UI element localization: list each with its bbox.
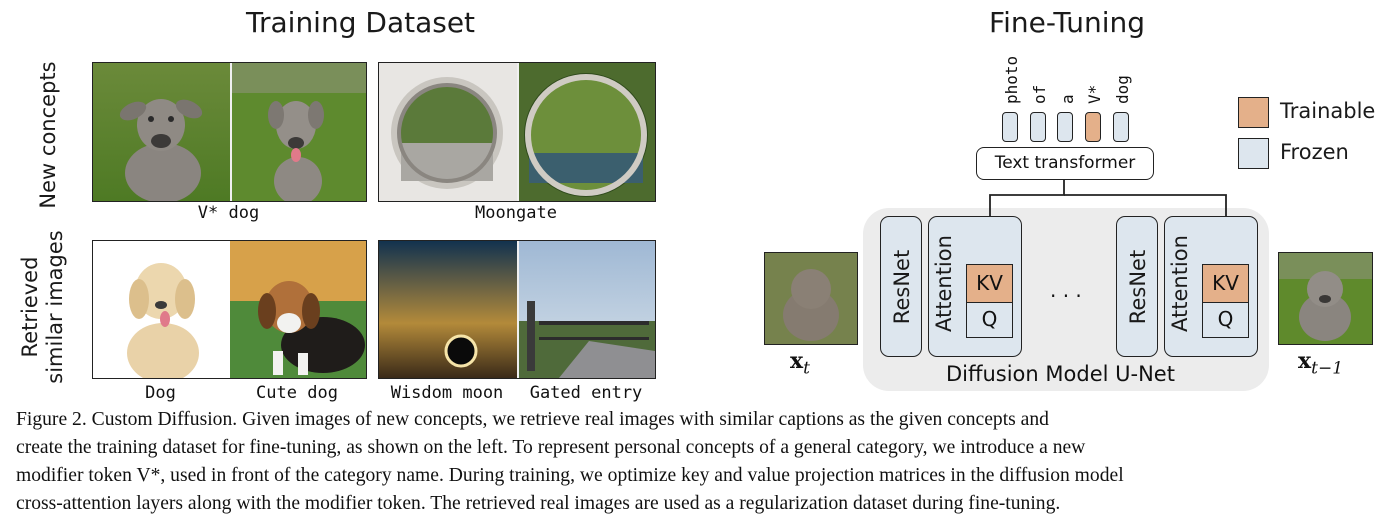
resnet-block-2: ResNet: [1116, 216, 1158, 357]
input-t-subscript: t: [803, 358, 810, 379]
caption-v-dog: V* dog: [197, 203, 260, 223]
resnet-block-1: ResNet: [880, 216, 922, 357]
token-a-label: a: [1058, 94, 1077, 104]
kv-block-1: KV: [966, 264, 1013, 303]
q-label-2: Q: [1217, 307, 1234, 331]
token-box-dog: [1113, 112, 1129, 142]
text-transformer-label: Text transformer: [994, 153, 1136, 173]
noisy-dog-illustration: [765, 253, 857, 344]
q-label-1: Q: [981, 307, 998, 331]
dog-photos-illustration: [93, 63, 366, 201]
caption-cute-dog: Cute dog: [256, 383, 338, 403]
input-xt-label: xt: [790, 348, 810, 378]
token-box-of: [1030, 112, 1046, 142]
caption-wisdom-moon: Wisdom moon: [390, 383, 504, 403]
output-t-1-subscript: t−1: [1311, 358, 1344, 379]
text-transformer-box: Text transformer: [976, 147, 1154, 180]
attention-label-2: Attention: [1168, 235, 1192, 332]
token-photo-label: photo: [1002, 55, 1021, 104]
token-of-label: of: [1030, 84, 1049, 104]
legend-frozen-label: Frozen: [1280, 140, 1349, 164]
training-dataset-title: Training Dataset: [246, 6, 476, 39]
output-xt-1-label: xt−1: [1298, 348, 1343, 378]
kv-label-1: KV: [976, 271, 1003, 295]
fine-tuning-title: Fine-Tuning: [989, 6, 1145, 39]
row-label-retrieved: Retrieved similar images: [18, 222, 68, 392]
row-label-new-concepts: New concepts: [36, 60, 61, 210]
denoised-dog-illustration: [1279, 253, 1372, 344]
caption-line-3: modifier token V*, used in front of the …: [16, 465, 1124, 486]
caption-moongate: Moongate: [475, 203, 557, 223]
kv-label-2: KV: [1212, 271, 1239, 295]
attention-label-1: Attention: [932, 235, 956, 332]
token-box-a: [1057, 112, 1073, 142]
noisy-input-image: [764, 252, 858, 345]
row-label-new-concepts-text: New concepts: [36, 61, 60, 209]
kv-block-2: KV: [1202, 264, 1249, 303]
retrieved-moon-gate-illustration: [379, 241, 655, 378]
legend-trainable-swatch: [1238, 97, 1269, 128]
caption-dog: Dog: [145, 383, 176, 403]
unet-label: Diffusion Model U-Net: [946, 362, 1175, 386]
image-moongate-pair: [378, 62, 656, 202]
retrieved-dogs-illustration: [93, 241, 366, 378]
caption-line-4: cross-attention layers along with the mo…: [16, 493, 1061, 514]
token-box-photo: [1002, 112, 1018, 142]
legend-frozen-swatch: [1238, 138, 1269, 169]
row-label-retrieved-line2: similar images: [43, 230, 67, 384]
legend-trainable-label: Trainable: [1280, 99, 1376, 123]
caption-line-1: Figure 2. Custom Diffusion. Given images…: [16, 409, 1049, 430]
caption-line-2: create the training dataset for fine-tun…: [16, 437, 1086, 458]
q-block-1: Q: [966, 302, 1013, 338]
resnet-label-1: ResNet: [890, 249, 914, 325]
row-label-retrieved-line1: Retrieved: [18, 256, 42, 358]
denoised-output-image: [1278, 252, 1373, 345]
caption-gated-entry: Gated entry: [529, 383, 643, 403]
moongate-photos-illustration: [379, 63, 655, 201]
resnet-label-2: ResNet: [1126, 249, 1150, 325]
token-v-star-label: V*: [1085, 84, 1104, 104]
image-moon-gate-pair: [378, 240, 656, 379]
input-x-symbol: x: [790, 348, 804, 374]
q-block-2: Q: [1202, 302, 1249, 338]
ellipsis: · · ·: [1050, 284, 1082, 308]
image-v-dog-pair: [92, 62, 367, 202]
token-dog-label: dog: [1113, 75, 1132, 104]
output-x-symbol: x: [1298, 348, 1312, 374]
figure-caption: Figure 2. Custom Diffusion. Given images…: [16, 406, 1378, 518]
token-box-v-star: [1085, 112, 1101, 142]
image-dog-pair: [92, 240, 367, 379]
